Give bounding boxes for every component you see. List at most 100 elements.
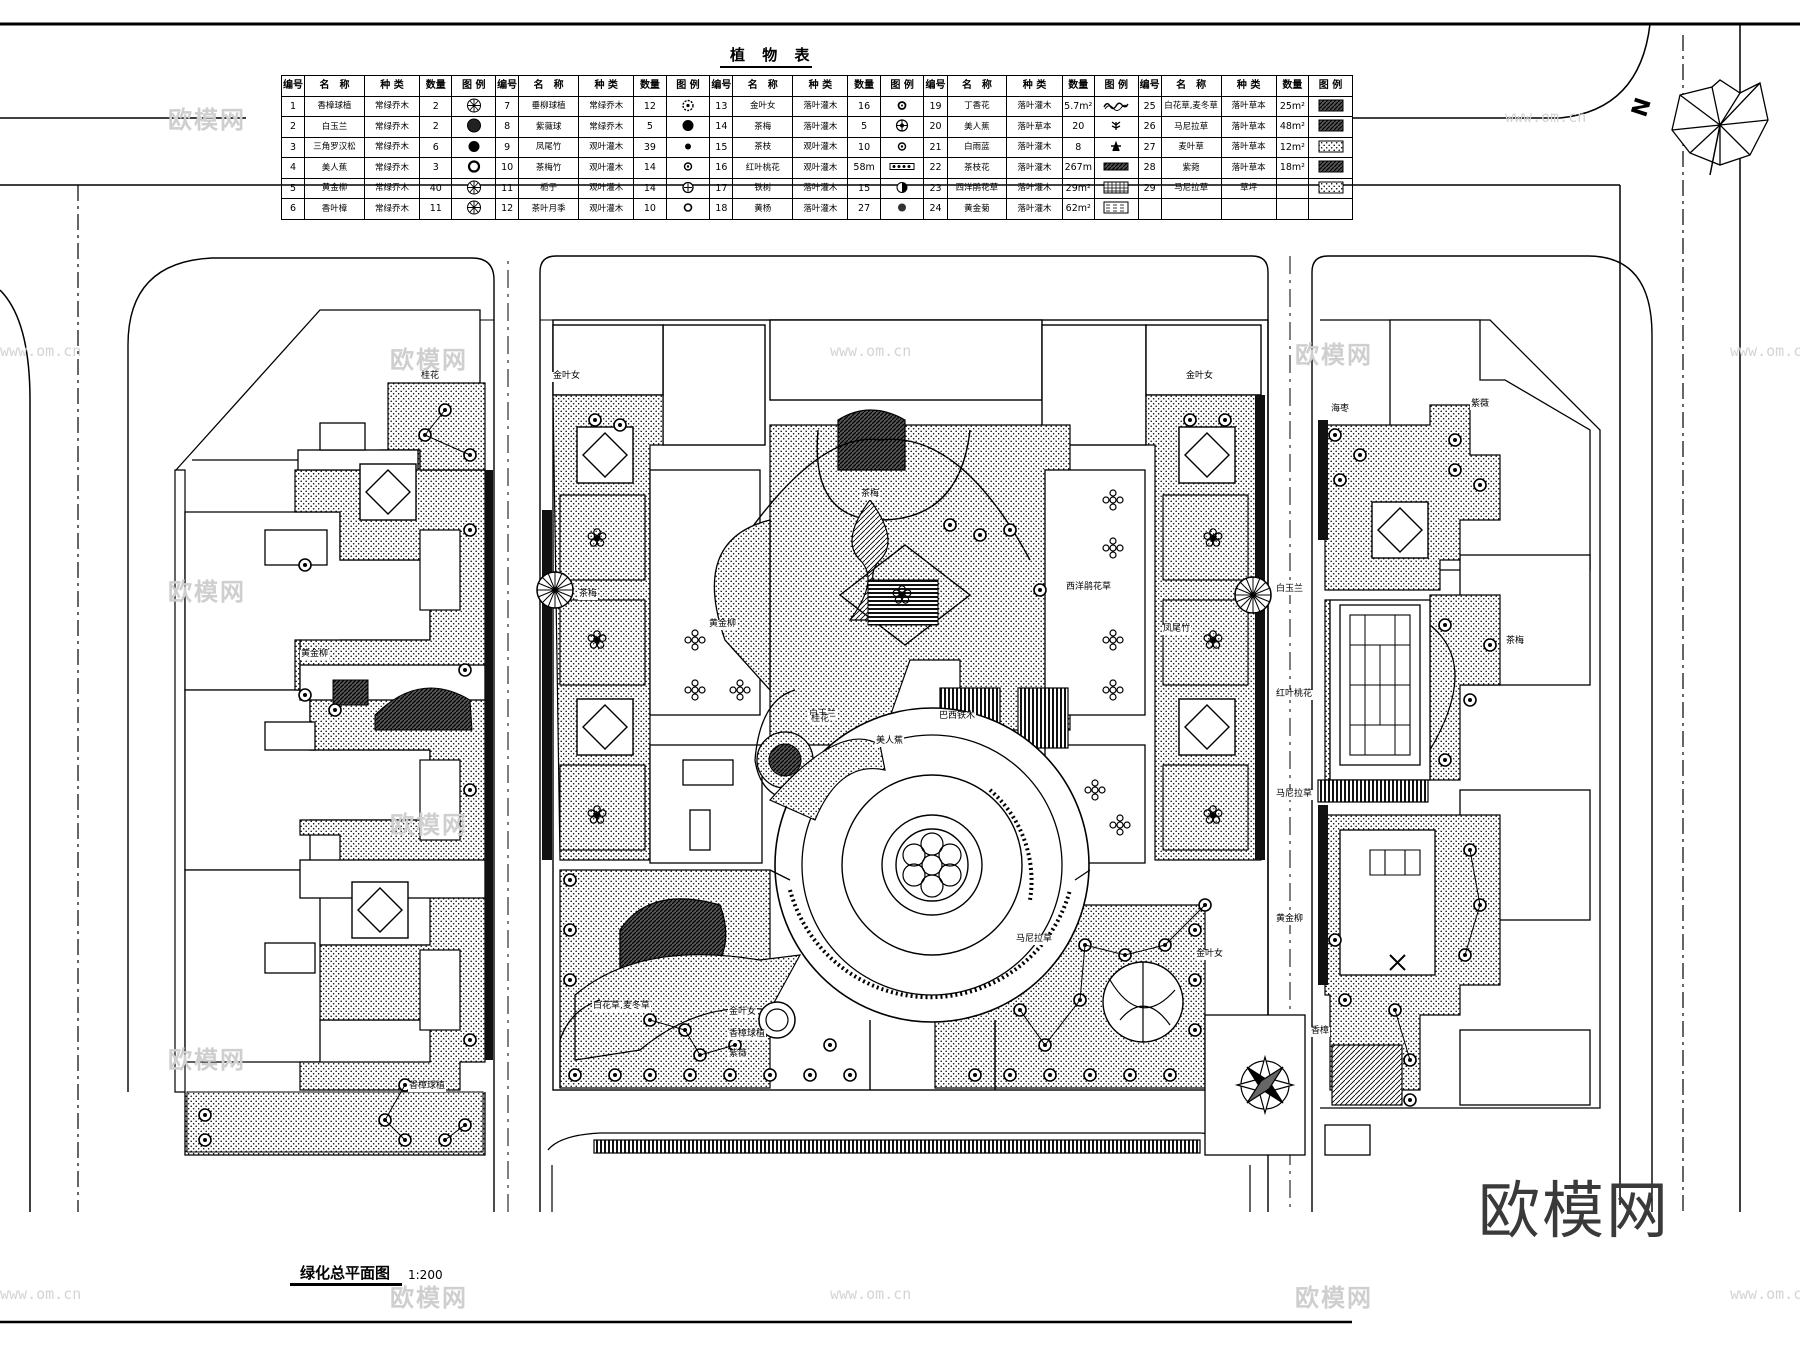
plant-qty-cell: 25m² <box>1275 95 1310 117</box>
table-header-cell: 名 称 <box>732 75 794 97</box>
plant-type-cell: 常绿乔木 <box>363 116 421 138</box>
plant-no-cell: 16 <box>709 157 734 179</box>
table-header-cell: 编号 <box>495 75 520 97</box>
plant-callout-label: 西洋鹃花草 <box>1065 582 1113 593</box>
table-header-cell: 编号 <box>709 75 734 97</box>
plant-name-cell: 黄杨 <box>732 198 794 220</box>
plant-qty-cell: 2 <box>419 95 453 117</box>
title-underline <box>720 66 812 68</box>
plant-type-cell: 落叶草本 <box>1220 116 1277 138</box>
table-header-row: 编号名 称种 类数量图 例编号名 称种 类数量图 例编号名 称种 类数量图 例编… <box>280 75 1353 97</box>
plant-qty-cell: 2 <box>419 116 453 138</box>
plant-legend-symbol <box>1308 177 1353 199</box>
plant-name-cell: 金叶女 <box>732 95 794 117</box>
plant-type-cell: 观叶灌木 <box>578 198 635 220</box>
plant-type-cell: 常绿乔木 <box>363 95 421 117</box>
plant-name-cell: 马尼拉草 <box>1160 116 1222 138</box>
plant-name-cell: 紫薇球 <box>518 116 580 138</box>
plant-legend-symbol <box>451 116 497 138</box>
plant-callout-label: 黄金柳 <box>300 649 330 660</box>
plant-type-cell: 落叶灌木 <box>1006 136 1063 158</box>
table-header-cell: 编号 <box>923 75 948 97</box>
plant-legend-symbol <box>879 136 925 158</box>
plant-legend-symbol <box>451 177 497 199</box>
table-header-cell: 图 例 <box>451 75 497 97</box>
plant-qty-cell <box>1275 198 1310 220</box>
plant-callout-label: 茶梅 <box>1505 636 1526 647</box>
table-header-cell: 图 例 <box>665 75 711 97</box>
plan-title: 绿化总平面图 <box>300 1264 391 1282</box>
plant-name-cell: 马尼拉草 <box>1160 177 1222 199</box>
plant-qty-cell: 14 <box>633 177 667 199</box>
plant-no-cell: 14 <box>709 116 734 138</box>
plant-qty-cell: 267m <box>1061 157 1095 179</box>
plant-name-cell: 茶梅竹 <box>518 157 580 179</box>
plant-no-cell: 4 <box>280 157 306 179</box>
plant-no-cell: 10 <box>495 157 520 179</box>
plant-name-cell: 茶梅 <box>732 116 794 138</box>
table-header-cell: 名 称 <box>518 75 580 97</box>
plant-legend-symbol <box>665 116 711 138</box>
table-header-cell: 编号 <box>280 75 306 97</box>
table-header-cell: 种 类 <box>363 75 421 97</box>
plant-no-cell: 22 <box>923 157 948 179</box>
plant-callout-label: 金叶女 <box>552 371 582 382</box>
plant-legend-symbol <box>665 95 711 117</box>
plant-legend-symbol <box>665 136 711 158</box>
table-header-cell: 数量 <box>847 75 881 97</box>
plant-callout-label: 香樟球植 <box>408 1081 447 1092</box>
plant-type-cell: 落叶灌木 <box>792 116 849 138</box>
plant-name-cell: 三角罗汉松 <box>304 136 365 158</box>
table-header-cell: 图 例 <box>879 75 925 97</box>
plant-legend-symbol <box>1093 116 1139 138</box>
plant-name-cell: 红叶桃花 <box>732 157 794 179</box>
table-header-cell: 名 称 <box>304 75 365 97</box>
plant-callout-label: 黄金柳 <box>1275 914 1305 925</box>
table-header-cell: 数量 <box>419 75 453 97</box>
plant-callout-label: 桂花 <box>420 371 441 382</box>
plant-type-cell: 观叶灌木 <box>578 177 635 199</box>
table-header-cell: 种 类 <box>578 75 635 97</box>
plant-qty-cell: 62m² <box>1061 198 1095 220</box>
plant-callout-label: 美人蕉 <box>875 736 905 747</box>
plant-legend-symbol <box>1093 157 1139 179</box>
plant-callout-label: 茶梅 <box>860 489 881 500</box>
plant-callout-label: 白玉兰 <box>1275 584 1305 595</box>
plant-legend-symbol <box>1308 95 1353 117</box>
plant-name-cell: 茶枝 <box>732 136 794 158</box>
table-header-cell: 编号 <box>1137 75 1162 97</box>
plant-table-title: 植 物 表 <box>730 46 816 64</box>
plant-no-cell: 17 <box>709 177 734 199</box>
plant-legend-symbol <box>1308 116 1353 138</box>
plant-schedule-table: 编号名 称种 类数量图 例编号名 称种 类数量图 例编号名 称种 类数量图 例编… <box>280 75 1353 220</box>
plant-no-cell: 24 <box>923 198 948 220</box>
plant-qty-cell: 12 <box>633 95 667 117</box>
table-header-cell: 数量 <box>633 75 667 97</box>
plant-callout-label: 巴西铁木 <box>938 711 977 722</box>
plant-callout-label: 马尼拉草 <box>1275 789 1314 800</box>
plant-callout-label: 海枣 <box>1330 404 1351 415</box>
plant-type-cell: 落叶灌木 <box>792 177 849 199</box>
plant-type-cell: 常绿乔木 <box>578 116 635 138</box>
brand-watermark: 欧模网 <box>1478 1174 1671 1247</box>
plant-qty-cell: 58m <box>847 157 881 179</box>
plant-name-cell: 白玉兰 <box>304 116 365 138</box>
plant-no-cell: 5 <box>280 177 306 199</box>
plant-no-cell: 12 <box>495 198 520 220</box>
plant-no-cell: 1 <box>280 95 306 117</box>
plant-qty-cell: 6 <box>419 136 453 158</box>
plant-qty-cell: 48m² <box>1275 116 1310 138</box>
plant-legend-symbol <box>1308 198 1353 220</box>
plant-type-cell: 观叶灌木 <box>792 157 849 179</box>
plant-callout-label: 紫薇 <box>1470 399 1491 410</box>
plant-legend-symbol <box>451 198 497 220</box>
plant-qty-cell: 10 <box>633 198 667 220</box>
plant-type-cell <box>1220 198 1277 220</box>
plant-type-cell: 常绿乔木 <box>363 136 421 158</box>
table-header-cell: 名 称 <box>1160 75 1222 97</box>
plant-type-cell: 落叶草本 <box>1220 95 1277 117</box>
plant-callout-label: 白玉兰 <box>808 709 838 720</box>
